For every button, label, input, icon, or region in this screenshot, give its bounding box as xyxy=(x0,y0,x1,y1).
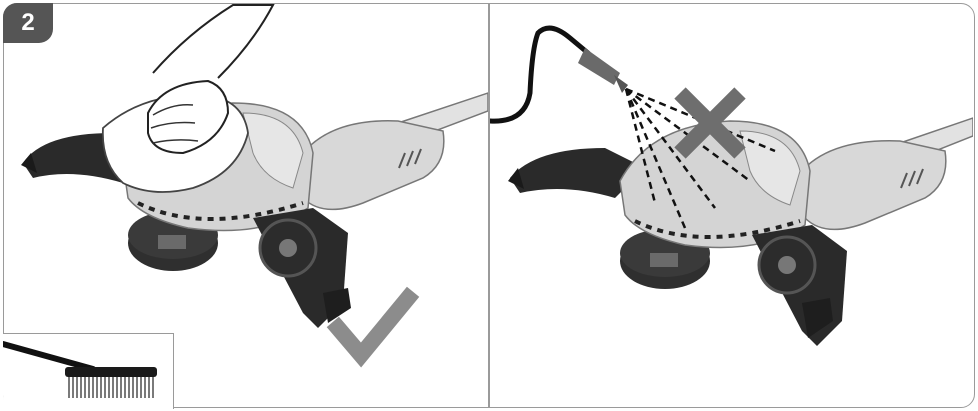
step-badge: 2 xyxy=(3,3,53,43)
panel-incorrect-cleaning xyxy=(490,3,973,408)
water-hose-icon xyxy=(490,28,628,121)
grass-trimmer-icon xyxy=(508,121,946,346)
brush-icon xyxy=(3,334,173,409)
step-number: 2 xyxy=(21,9,34,37)
brush-inset xyxy=(3,333,174,409)
right-illustration xyxy=(490,3,973,408)
